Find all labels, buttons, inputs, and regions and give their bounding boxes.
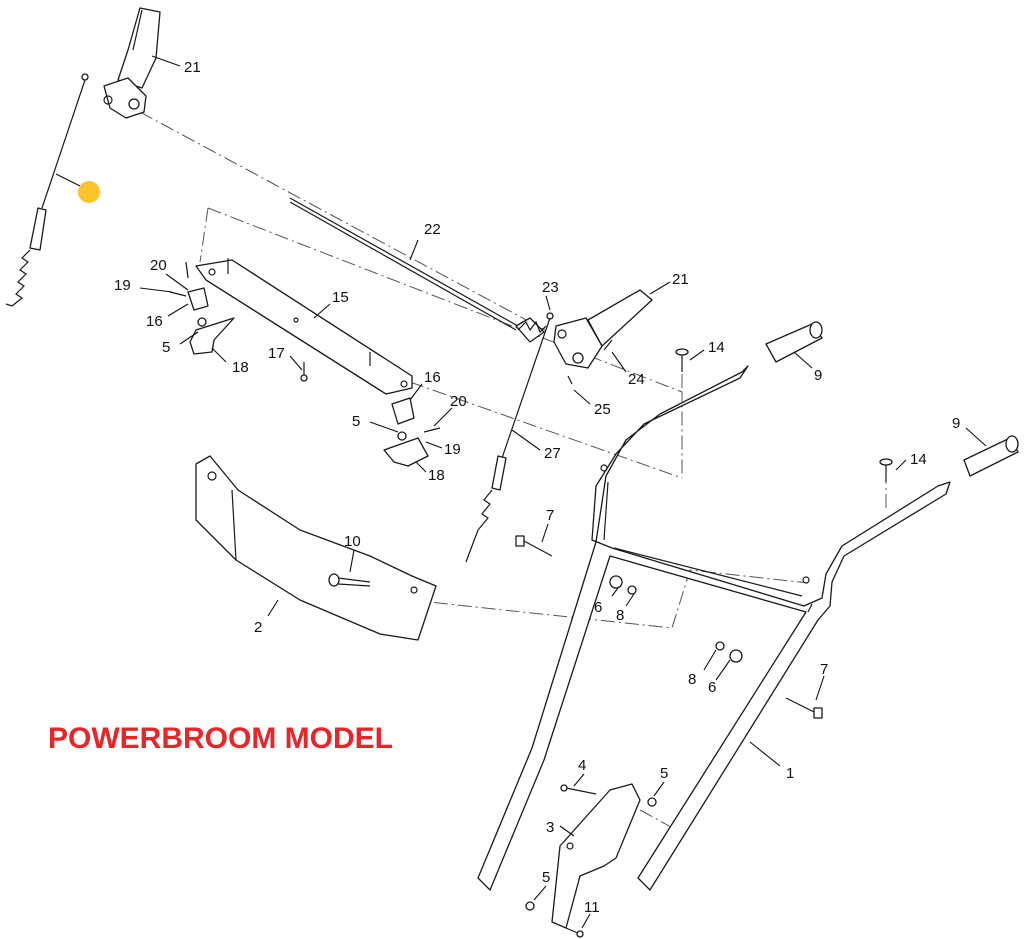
- assembly-lines: [139, 111, 887, 833]
- model-label: POWERBROOM MODEL: [48, 722, 393, 755]
- pin-14a: [675, 348, 689, 372]
- callout-25: 25: [594, 401, 611, 418]
- callout-9: 9: [814, 367, 822, 384]
- callout-16: 16: [424, 369, 441, 386]
- callout-27: 27: [544, 445, 561, 462]
- lever-assembly-left: [169, 261, 235, 355]
- callout-6: 6: [708, 679, 716, 696]
- nut-set-lower: [715, 641, 743, 663]
- grip-tube-upper: [765, 321, 823, 363]
- control-cable-upper: [5, 73, 89, 307]
- mounting-bracket: [195, 258, 413, 395]
- callout-5: 5: [162, 339, 170, 356]
- callout-10: 10: [344, 533, 361, 550]
- callout-17: 17: [268, 345, 285, 362]
- callout-5: 5: [542, 869, 550, 886]
- callout-6: 6: [594, 599, 602, 616]
- callout-22: 22: [424, 221, 441, 238]
- cover-panel: [195, 455, 437, 641]
- grip-handle-top: [103, 7, 161, 119]
- callout-24: 24: [628, 371, 645, 388]
- callout-20: 20: [150, 257, 167, 274]
- callout-labels: 21 22 20 19 15 16 5 17 18 23 21 14 9 24 …: [114, 59, 960, 916]
- callout-18: 18: [232, 359, 249, 376]
- knob-10: [328, 573, 371, 587]
- callout-21: 21: [184, 59, 201, 76]
- callout-20: 20: [450, 393, 467, 410]
- callout-23: 23: [542, 279, 559, 296]
- callout-5: 5: [660, 765, 668, 782]
- callout-11: 11: [584, 899, 600, 916]
- highlight-marker: [78, 181, 100, 203]
- callout-18: 18: [428, 467, 445, 484]
- callout-19: 19: [444, 441, 461, 458]
- cable-spring-middle: [465, 312, 554, 563]
- bolt-17: [300, 362, 308, 382]
- callout-14: 14: [708, 339, 725, 356]
- callout-19: 19: [114, 277, 131, 294]
- callout-8: 8: [616, 607, 624, 624]
- callout-16: 16: [146, 313, 163, 330]
- callout-7: 7: [546, 507, 554, 524]
- callout-1: 1: [786, 765, 794, 782]
- nut-set-upper: [609, 575, 637, 595]
- callout-leaders: [55, 55, 987, 929]
- callout-15: 15: [332, 289, 349, 306]
- pin-14b: [879, 458, 893, 482]
- grip-tube-lower: [963, 435, 1019, 477]
- callout-2: 2: [254, 619, 262, 636]
- handle-frame: [477, 365, 951, 891]
- lever-assembly-right: [383, 397, 441, 467]
- grip-handle-right: [553, 289, 653, 385]
- callout-7: 7: [820, 661, 828, 678]
- callout-9: 9: [952, 415, 960, 432]
- hardware-lower: [525, 784, 657, 938]
- plate-3: [551, 783, 641, 929]
- bolt-7b: [785, 697, 823, 719]
- callout-21: 21: [672, 271, 689, 288]
- callout-4: 4: [578, 757, 586, 774]
- rod: [289, 197, 545, 343]
- callout-5: 5: [352, 413, 360, 430]
- callout-14: 14: [910, 451, 927, 468]
- callout-3: 3: [546, 819, 554, 836]
- callout-8: 8: [688, 671, 696, 688]
- bolt-7a: [515, 535, 553, 557]
